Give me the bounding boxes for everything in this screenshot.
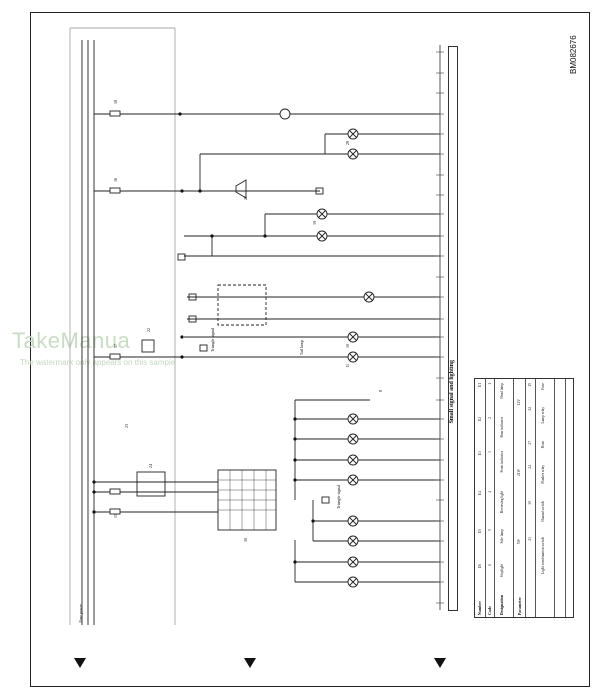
fuse-label: 17: [113, 344, 118, 348]
table-cell: 4: [488, 491, 492, 493]
table-cell: 27: [528, 441, 532, 445]
continuation-arrow-icon: [74, 658, 86, 668]
lamp-label: 19: [312, 221, 317, 225]
component-table: Number Code Designation Parameter Head l…: [474, 378, 574, 618]
table-cell: E6: [478, 564, 482, 568]
table-cell: Front indicator: [500, 451, 504, 473]
module-label: 23: [124, 424, 129, 428]
table-cell: 24: [528, 465, 532, 469]
lamp-label: 11: [345, 364, 350, 368]
continuation-arrow-icon: [434, 658, 446, 668]
table-cell: E4: [478, 491, 482, 495]
table-cell: 30: [528, 501, 532, 505]
table-cell: 23: [528, 537, 532, 541]
lamp-label: 28: [345, 141, 350, 145]
table-cell: 15: [528, 383, 532, 387]
switch-box-label: 30: [243, 538, 248, 542]
table-cell: Rear indicator: [500, 417, 504, 438]
table-cell: Fuse: [541, 383, 545, 390]
fuse-label: 15: [113, 514, 118, 518]
table-cell: Lamp relay: [541, 407, 545, 424]
drawing-frame: [30, 12, 590, 687]
table-header: Parameter: [517, 596, 522, 615]
table-cell: Side lamp: [500, 529, 504, 544]
fuse-label: 18: [113, 100, 118, 104]
table-cell: Flasher relay: [541, 465, 545, 484]
tail-lamp-annotation: Tail lamp: [299, 340, 304, 356]
table-cell: 5W: [517, 539, 521, 545]
table-cell: Horn: [541, 441, 545, 449]
table-cell: E2: [478, 417, 482, 421]
continuation-arrow-icon: [244, 658, 256, 668]
relay-label: 24: [148, 464, 153, 468]
title-bar: [448, 46, 458, 611]
table-cell: E1: [478, 383, 482, 387]
table-cell: Stoplight: [500, 564, 504, 578]
table-cell: 21W: [517, 469, 521, 476]
table-cell: E5: [478, 529, 482, 533]
lamp-label: 10: [345, 344, 350, 348]
watermark: TakeManua: [12, 328, 131, 353]
watermark-subtext: The watermark only appears on this sampl…: [20, 358, 176, 367]
table-header: Code: [487, 606, 492, 615]
table-cell: 5: [488, 529, 492, 531]
table-header: Designation: [499, 594, 504, 615]
table-cell: 1: [488, 383, 492, 385]
table-cell: Light combination switch: [541, 537, 545, 574]
table-cell: Hazard switch: [541, 501, 545, 522]
table-cell: Head lamp: [500, 383, 504, 399]
table-header: Number: [477, 600, 482, 615]
horn-label: 27: [243, 196, 248, 200]
table-cell: 3: [488, 451, 492, 453]
flasher-label: 8: [378, 390, 383, 392]
table-cell: 2: [488, 417, 492, 419]
triangle-signal-annotation: Triangle signal: [210, 328, 215, 352]
table-cell: 22: [528, 407, 532, 411]
fuse-label: 16: [113, 178, 118, 182]
table-cell: 6: [488, 564, 492, 566]
table-cell: Reversing light: [500, 491, 504, 514]
table-cell: E3: [478, 451, 482, 455]
table-cell: 12V: [517, 399, 521, 406]
triangle-signal-annotation: Triangle signal: [336, 485, 341, 509]
relay-label: 22: [146, 328, 151, 332]
